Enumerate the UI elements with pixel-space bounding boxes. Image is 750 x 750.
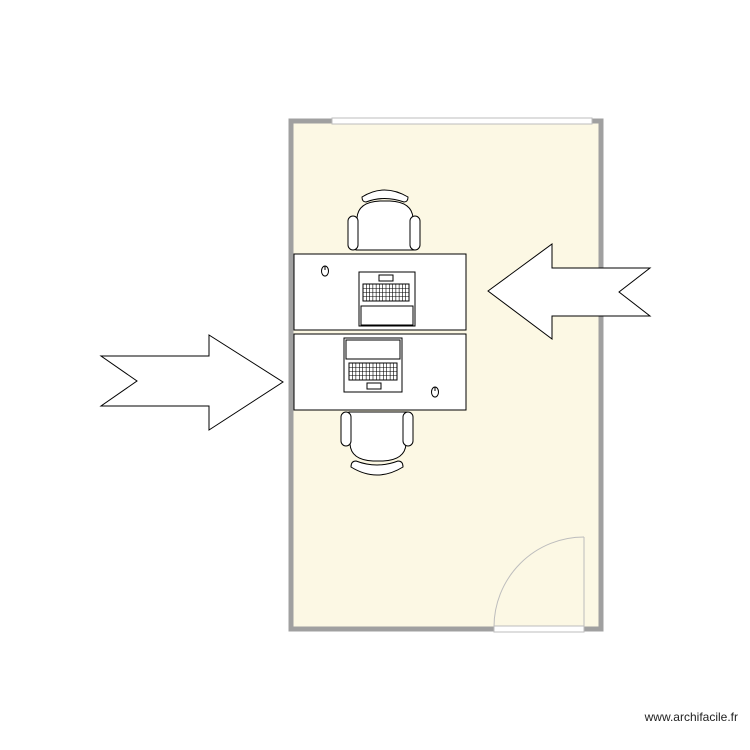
watermark: www.archifacile.fr	[644, 710, 738, 724]
chair-top	[347, 189, 421, 251]
keyboard-bottom	[349, 363, 397, 380]
room-walls	[288, 118, 604, 632]
mouse-bottom	[431, 386, 439, 398]
arrow-left-icon	[487, 243, 652, 340]
window	[331, 117, 593, 125]
keyboard-top	[363, 284, 409, 301]
chair-bottom	[340, 411, 414, 476]
laptop-top	[358, 271, 416, 327]
arrow-right-icon	[99, 334, 284, 431]
laptop-bottom	[343, 337, 403, 393]
door	[493, 536, 585, 633]
mouse-top	[321, 265, 329, 277]
